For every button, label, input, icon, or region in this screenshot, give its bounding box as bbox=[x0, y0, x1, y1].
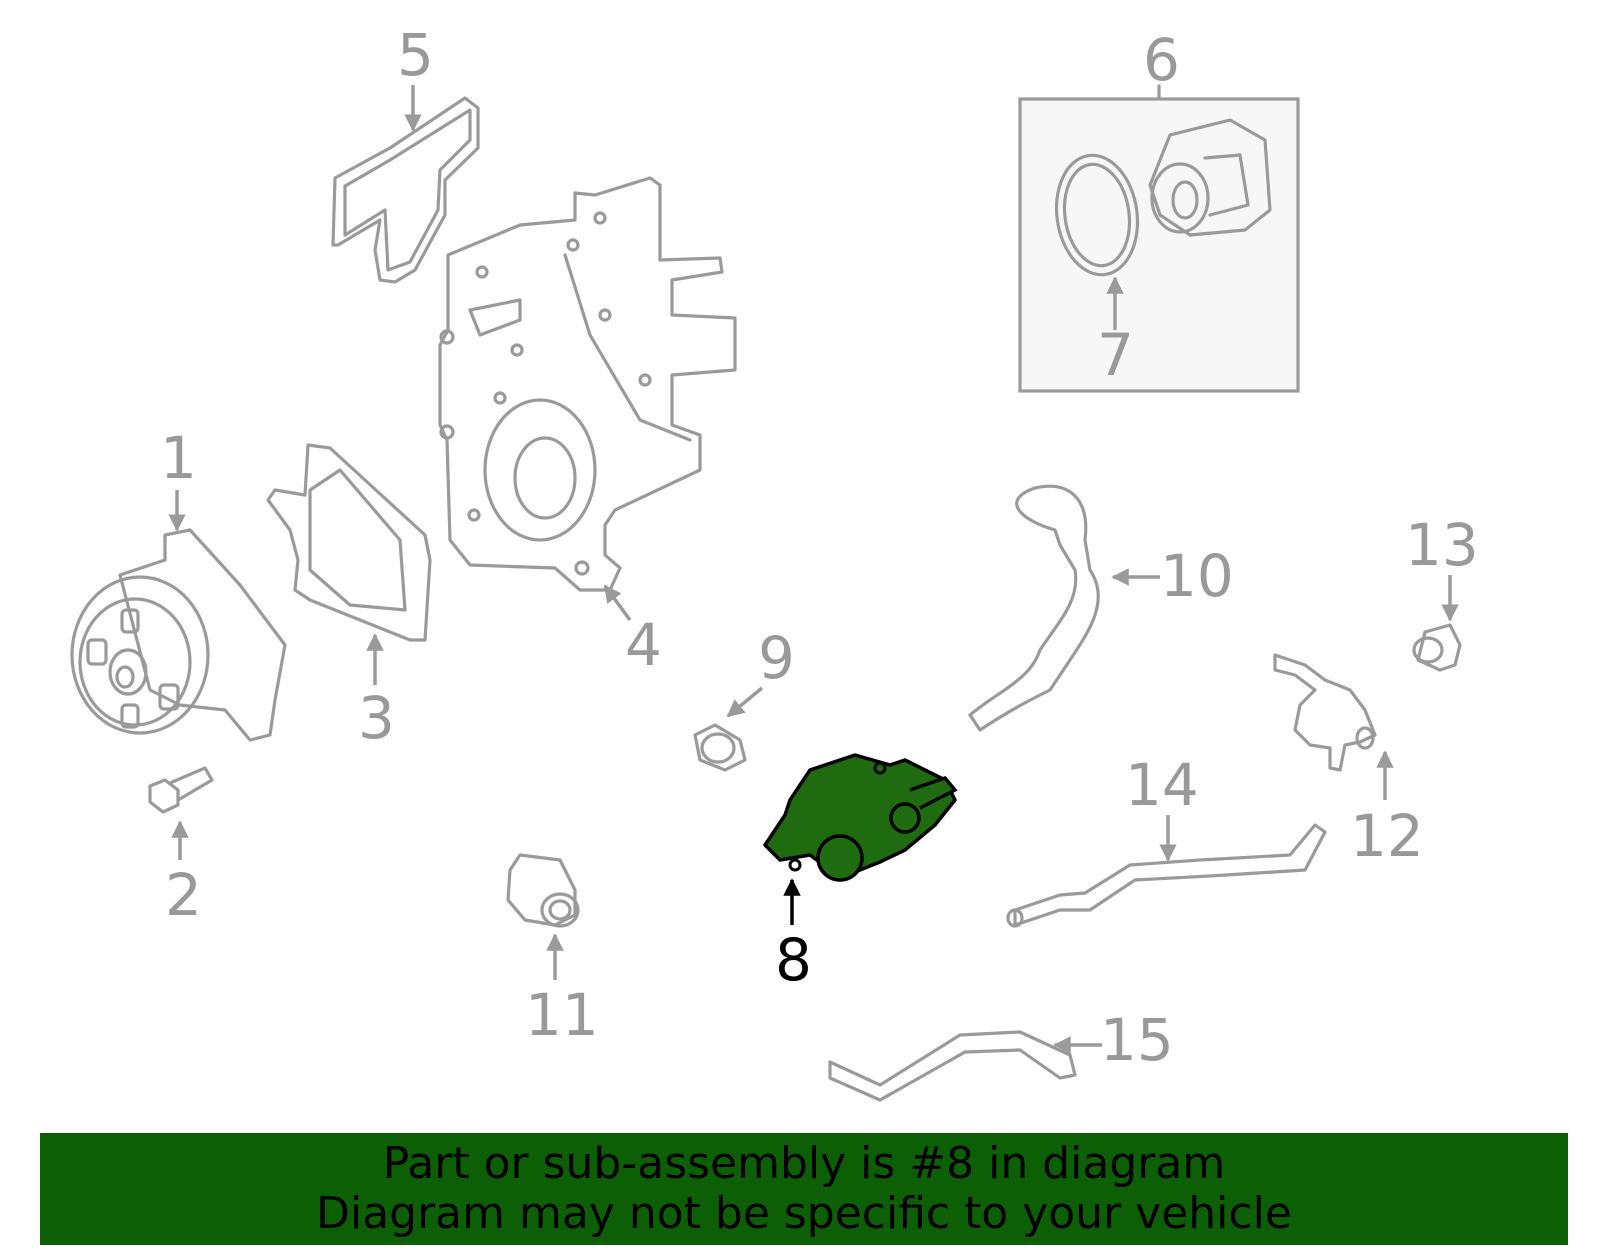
part-2-bolt[interactable] bbox=[148, 766, 214, 814]
part-4-timing-cover[interactable] bbox=[438, 176, 737, 592]
part-10-hose[interactable] bbox=[968, 484, 1100, 732]
callout-10: 10 bbox=[1160, 542, 1234, 610]
info-banner: Part or sub-assembly is #8 in diagram Di… bbox=[40, 1133, 1568, 1245]
part-12-pipe-fitting[interactable] bbox=[1273, 653, 1377, 772]
part-15-hose[interactable] bbox=[828, 1030, 1077, 1102]
callout-7: 7 bbox=[1097, 321, 1134, 389]
callout-15: 15 bbox=[1100, 1006, 1174, 1074]
part-9-cap[interactable] bbox=[693, 723, 747, 772]
callout-13: 13 bbox=[1405, 511, 1479, 579]
callout-5: 5 bbox=[397, 21, 434, 89]
part-8-water-outlet[interactable] bbox=[763, 753, 958, 882]
part-3-gasket[interactable] bbox=[266, 443, 432, 642]
callout-12: 12 bbox=[1350, 802, 1424, 870]
part-13-fitting[interactable] bbox=[1412, 623, 1462, 672]
callout-11: 11 bbox=[525, 981, 599, 1049]
banner-line-1: Part or sub-assembly is #8 in diagram bbox=[382, 1138, 1226, 1189]
callout-labels: 1 2 3 4 5 6 7 8 9 10 11 12 13 14 15 bbox=[160, 21, 1479, 1074]
part-6-thermostat-kit[interactable] bbox=[1018, 84, 1300, 393]
part-11-outlet[interactable] bbox=[506, 853, 580, 928]
callout-9: 9 bbox=[758, 624, 795, 692]
callout-4: 4 bbox=[625, 611, 662, 679]
callout-3: 3 bbox=[358, 684, 395, 752]
callout-1: 1 bbox=[160, 424, 197, 492]
banner-line-2: Diagram may not be specific to your vehi… bbox=[316, 1188, 1292, 1239]
callout-2: 2 bbox=[165, 861, 202, 929]
callout-6: 6 bbox=[1143, 26, 1180, 94]
part-5-gasket[interactable] bbox=[331, 96, 480, 284]
part-7-o-ring[interactable] bbox=[1049, 150, 1145, 280]
part-14-pipe[interactable] bbox=[1006, 823, 1327, 928]
part-1-water-pump[interactable] bbox=[70, 528, 287, 742]
callout-14: 14 bbox=[1125, 751, 1199, 819]
callout-8: 8 bbox=[775, 926, 812, 994]
leader-arrows bbox=[168, 85, 1459, 1054]
